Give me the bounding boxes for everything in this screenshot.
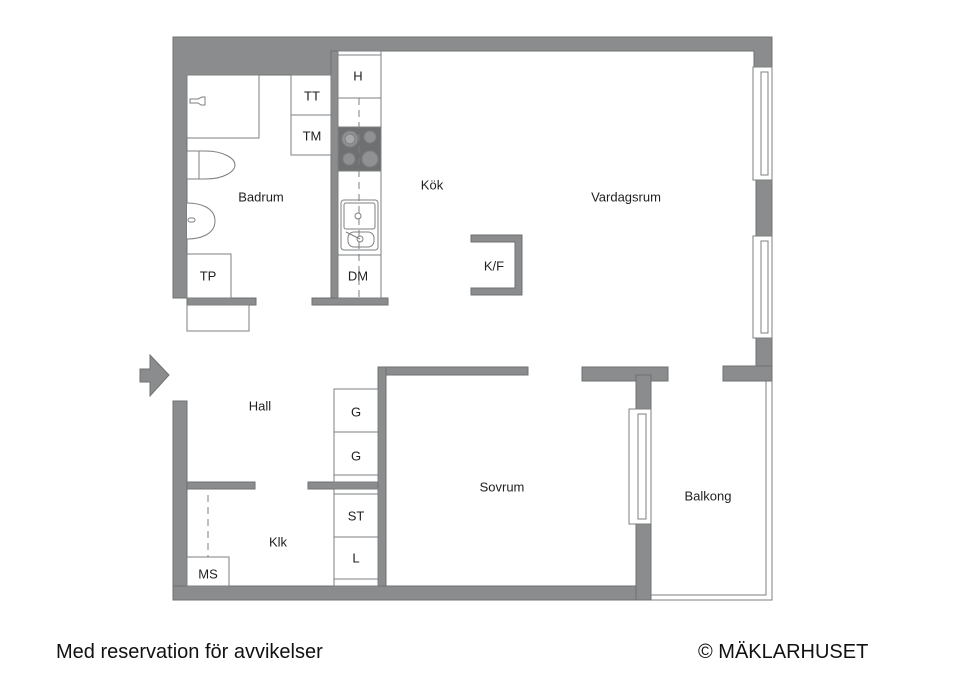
fixture-label-g2: G xyxy=(350,448,362,464)
entry-cabinet xyxy=(186,304,250,332)
kitchen-counter xyxy=(337,50,382,299)
entrance-arrow-icon xyxy=(139,353,170,398)
top-wall xyxy=(172,36,773,299)
fixture-label-h: H xyxy=(353,68,363,84)
fixture-label-dm: DM xyxy=(347,268,369,284)
bedroom-top-wall-right xyxy=(581,366,669,382)
fixture-label-ms: MS xyxy=(198,566,218,582)
fixture-label-g1: G xyxy=(350,404,362,420)
fixture-label-st: ST xyxy=(347,508,365,524)
room-label-kok: Kök xyxy=(420,177,444,193)
bedroom-top-wall-left xyxy=(377,366,529,376)
washbasin-icon xyxy=(186,202,216,240)
room-label-balkong: Balkong xyxy=(684,488,732,504)
shower-area xyxy=(186,74,260,139)
closet-wall-left xyxy=(186,481,256,490)
fixture-label-tp: TP xyxy=(199,268,217,284)
right-wall-mid xyxy=(755,178,773,237)
bedroom-left-wall xyxy=(377,366,387,587)
room-label-vardagsrum: Vardagsrum xyxy=(591,189,661,205)
room-label-klk: Klk xyxy=(268,534,288,550)
tm-box xyxy=(290,114,332,156)
fixture-label-kf: K/F xyxy=(483,258,505,274)
fixture-label-tt: TT xyxy=(304,88,320,104)
disclaimer-text: Med reservation för avvikelser xyxy=(56,641,323,663)
bottom-wall xyxy=(172,585,652,601)
bath-bottom-wall xyxy=(186,297,257,306)
tp-box xyxy=(186,253,232,299)
kitchen-bottom-wall xyxy=(311,297,389,306)
room-label-hall: Hall xyxy=(248,398,272,414)
fixture-label-tm: TM xyxy=(302,128,322,144)
kitchen-partition xyxy=(330,50,339,299)
left-wall-lower xyxy=(172,400,188,601)
kf-shaft xyxy=(470,234,523,296)
windows xyxy=(628,66,773,525)
toilet-icon xyxy=(186,150,236,180)
room-label-badrum: Badrum xyxy=(238,189,284,205)
bathroom-fixtures xyxy=(186,74,332,332)
shower-head-icon xyxy=(189,96,206,106)
balcony-rail xyxy=(651,381,773,601)
copyright-text: © MÄKLARHUSET xyxy=(698,641,869,663)
balcony-corner-wall xyxy=(722,365,773,382)
tt-box xyxy=(290,74,332,116)
room-label-sovrum: Sovrum xyxy=(479,479,525,495)
bedroom-right-wall-upper xyxy=(635,374,652,410)
fixture-label-l: L xyxy=(352,550,360,566)
closets xyxy=(186,388,379,587)
walls xyxy=(172,36,773,601)
closet-wall-right xyxy=(307,481,379,490)
bedroom-right-wall-lower xyxy=(635,523,652,601)
